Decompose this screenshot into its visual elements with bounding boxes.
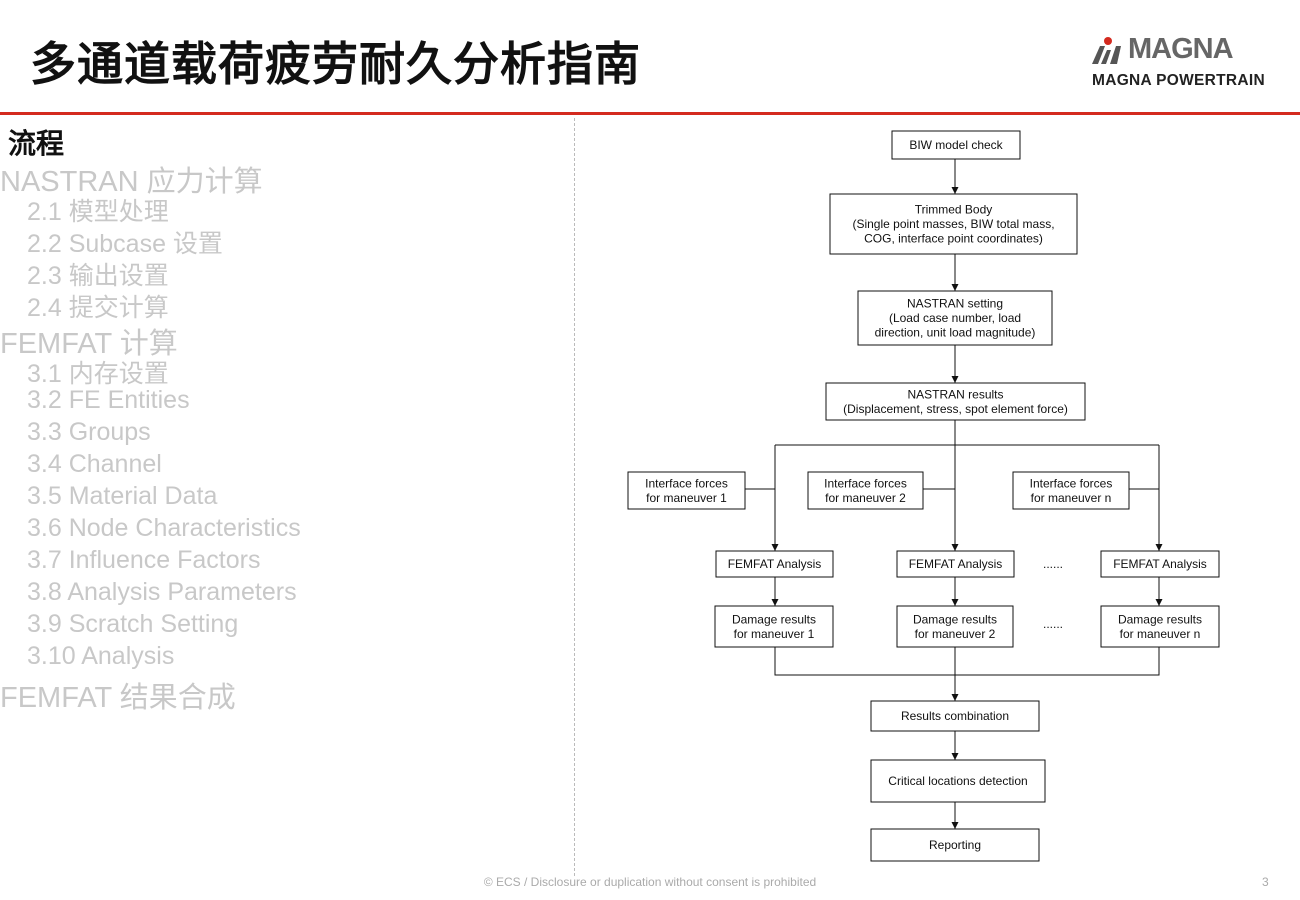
outline-item: 2.2 Subcase 设置 [27, 230, 223, 258]
flow-box-text: Interface forces [1030, 476, 1113, 490]
flow-box-combination: Results combination [870, 700, 1040, 732]
flow-box-text: for maneuver n [1031, 491, 1112, 505]
outline-item: FEMFAT 结果合成 [0, 682, 236, 714]
flow-box-text: (Displacement, stress, spot element forc… [843, 402, 1068, 416]
logo-subtitle: MAGNA POWERTRAIN [1092, 72, 1265, 89]
flow-box-text: Interface forces [824, 476, 907, 490]
outline-heading: 流程 [8, 127, 65, 160]
flow-box-bw-check: BIW model check [891, 130, 1021, 160]
outline-item: 3.7 Influence Factors [27, 546, 261, 574]
flow-box-reporting: Reporting [870, 828, 1040, 862]
flow-box-femfat-n: FEMFAT Analysis [1100, 550, 1220, 578]
ellipsis-dots: ...... [1043, 617, 1063, 631]
page-title: 多通道载荷疲劳耐久分析指南 [30, 37, 641, 91]
flow-box-femfat-2: FEMFAT Analysis [896, 550, 1015, 578]
outline-item: 3.8 Analysis Parameters [27, 578, 297, 606]
outline-item: 3.9 Scratch Setting [27, 610, 239, 638]
flow-box-text: for maneuver 1 [734, 627, 815, 641]
outline-item: 3.2 FE Entities [27, 386, 190, 414]
flow-box-text: NASTRAN setting [907, 297, 1003, 311]
flow-box-text: Results combination [901, 709, 1009, 723]
column-divider [574, 118, 575, 876]
outline-item: NASTRAN 应力计算 [0, 166, 263, 198]
flow-box-text: for maneuver n [1120, 627, 1201, 641]
flow-box-text: (Single point masses, BIW total mass, [852, 217, 1054, 231]
outline-item: 2.1 模型处理 [27, 198, 169, 226]
flow-box-text: Damage results [1118, 612, 1202, 626]
flow-connector [774, 647, 1160, 676]
flow-box-text: Reporting [929, 838, 981, 852]
outline-item: 2.3 输出设置 [27, 262, 169, 290]
flow-box-text: FEMFAT Analysis [1113, 557, 1207, 571]
outline-item: 3.4 Channel [27, 450, 162, 478]
flow-box-text: Interface forces [645, 476, 728, 490]
page-number: 3 [1262, 875, 1269, 889]
flow-box-text: BIW model check [909, 138, 1003, 152]
flow-box-text: COG, interface point coordinates) [864, 232, 1043, 246]
flow-box-text: Critical locations detection [888, 774, 1027, 788]
flow-box-nastran-setting: NASTRAN setting(Load case number, loaddi… [857, 290, 1053, 346]
flow-box-text: Damage results [732, 612, 816, 626]
flow-box-text: Damage results [913, 612, 997, 626]
outline-item: 3.10 Analysis [27, 642, 175, 670]
flow-box-text: for maneuver 1 [646, 491, 727, 505]
flow-box-text: FEMFAT Analysis [909, 557, 1003, 571]
logo-word: MAGNA [1128, 33, 1234, 65]
flow-box-text: NASTRAN results [907, 387, 1003, 401]
flow-box-trimmed-body: Trimmed Body(Single point masses, BIW to… [829, 193, 1078, 255]
flow-box-text: FEMFAT Analysis [728, 557, 822, 571]
outline-item: 3.5 Material Data [27, 482, 218, 510]
outline-item: 2.4 提交计算 [27, 294, 169, 322]
flow-box-text: Trimmed Body [915, 203, 993, 217]
flow-box-text: for maneuver 2 [915, 627, 996, 641]
flow-box-text: (Load case number, load [889, 311, 1021, 325]
header-divider [0, 112, 1300, 115]
ellipsis-dots: ...... [1043, 557, 1063, 571]
outline-item: FEMFAT 计算 [0, 328, 178, 360]
outline-item: 3.3 Groups [27, 418, 151, 446]
flow-box-nastran-results: NASTRAN results(Displacement, stress, sp… [825, 382, 1086, 421]
flow-box-critical: Critical locations detection [870, 759, 1046, 803]
flow-box-femfat-1: FEMFAT Analysis [715, 550, 834, 578]
flow-box-text: for maneuver 2 [825, 491, 906, 505]
outline-item: 3.6 Node Characteristics [27, 514, 301, 542]
footer-copyright: © ECS / Disclosure or duplication withou… [483, 875, 817, 889]
magna-logo-icon [1092, 37, 1121, 64]
flow-box-text: direction, unit load magnitude) [875, 326, 1036, 340]
magna-logo: MAGNA MAGNA POWERTRAIN [1090, 34, 1270, 94]
outline-item: 3.1 内存设置 [27, 360, 169, 388]
